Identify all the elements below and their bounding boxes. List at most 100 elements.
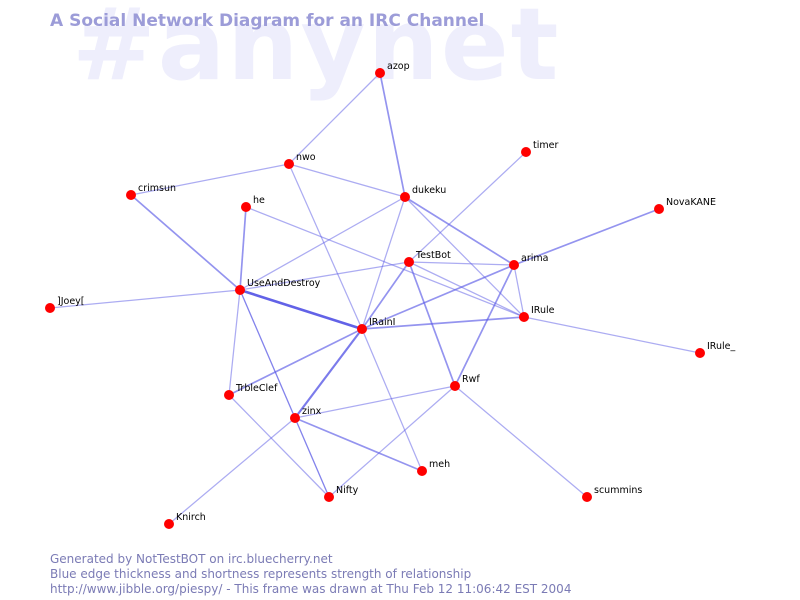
node-IRule[interactable]: IRule	[519, 305, 555, 322]
node-Nifty[interactable]: Nifty	[324, 485, 359, 502]
node-JJoey[interactable]: ]Joey[	[45, 296, 85, 313]
node-Knirch[interactable]: Knirch	[164, 512, 206, 529]
node-IRainI[interactable]: IRainI	[357, 317, 395, 334]
edge-he-IRule	[245, 206, 525, 318]
node-dot	[235, 285, 245, 295]
node-dot	[224, 390, 234, 400]
edge-zinx-Nifty	[294, 417, 330, 498]
edge-dukeku-IRainI	[361, 196, 406, 330]
edge-crimsun-UseAndDestroy	[130, 194, 241, 291]
node-label: zinx	[302, 406, 322, 417]
edge-TestBot-arima	[408, 261, 515, 266]
node-dot	[521, 147, 531, 157]
node-dot	[450, 381, 460, 391]
edge-TestBot-IRainI	[361, 261, 410, 330]
node-label: nwo	[296, 152, 316, 163]
node-dot	[582, 492, 592, 502]
node-dot	[241, 202, 251, 212]
node-crimsun[interactable]: crimsun	[126, 183, 176, 200]
footer: Generated by NotTestBOT on irc.bluecherr…	[50, 552, 571, 597]
node-dot	[400, 192, 410, 202]
edge-UseAndDestroy-TrbleClef	[228, 289, 241, 396]
node-dot	[357, 324, 367, 334]
node-label: TrbleClef	[235, 383, 278, 394]
edge-azop-dukeku	[379, 72, 406, 198]
edge-nwo-IRainI	[288, 163, 363, 330]
edges-layer	[49, 72, 701, 525]
node-meh[interactable]: meh	[417, 459, 450, 476]
edge-IRainI-zinx	[294, 328, 363, 419]
node-label: Nifty	[336, 485, 359, 496]
edge-dukeku-IRule	[404, 196, 525, 318]
edge-Rwf-Nifty	[328, 385, 456, 498]
node-dot	[417, 466, 427, 476]
node-Rwf[interactable]: Rwf	[450, 374, 480, 391]
node-dot	[404, 257, 414, 267]
node-dot	[519, 312, 529, 322]
node-TrbleClef[interactable]: TrbleClef	[224, 383, 278, 400]
node-he[interactable]: he	[241, 195, 265, 212]
edge-IRule-IRule_	[523, 316, 701, 354]
edge-Rwf-scummins	[454, 385, 588, 498]
edge-UseAndDestroy-IRainI	[239, 288, 363, 331]
node-label: crimsun	[138, 183, 176, 194]
edge-TestBot-UseAndDestroy	[239, 261, 410, 291]
node-TestBot[interactable]: TestBot	[404, 250, 451, 267]
footer-source-link[interactable]: http://www.jibble.org/piespy/ - This fra…	[50, 582, 572, 596]
node-label: arima	[521, 253, 548, 264]
node-label: UseAndDestroy	[247, 278, 321, 289]
edge-IRainI-meh	[361, 328, 423, 472]
node-dukeku[interactable]: dukeku	[400, 185, 446, 202]
node-dot	[509, 260, 519, 270]
node-label: Rwf	[462, 374, 480, 385]
edge-zinx-meh	[294, 417, 423, 472]
node-label: Knirch	[176, 512, 206, 523]
node-label: IRule	[531, 305, 555, 316]
node-scummins[interactable]: scummins	[582, 485, 642, 502]
node-azop[interactable]: azop	[375, 61, 410, 78]
node-dot	[654, 204, 664, 214]
node-label: dukeku	[412, 185, 446, 196]
node-dot	[290, 413, 300, 423]
node-dot	[695, 348, 705, 358]
node-UseAndDestroy[interactable]: UseAndDestroy	[235, 278, 321, 295]
node-NovaKANE[interactable]: NovaKANE	[654, 197, 716, 214]
edge-arima-IRule	[513, 264, 525, 318]
node-label: azop	[387, 61, 410, 72]
footer-legend: Blue edge thickness and shortness repres…	[50, 567, 472, 581]
edge-IRainI-IRule	[361, 316, 525, 330]
node-dot	[45, 303, 55, 313]
edge-TrbleClef-Nifty	[228, 394, 330, 498]
node-label: NovaKANE	[666, 197, 716, 208]
node-label: ]Joey[	[57, 296, 85, 307]
node-label: timer	[533, 140, 558, 151]
edge-Rwf-zinx	[294, 385, 456, 419]
node-zinx[interactable]: zinx	[290, 406, 322, 423]
node-timer[interactable]: timer	[521, 140, 558, 157]
edge-UseAndDestroy-JJoey	[49, 289, 241, 309]
footer-generated-by: Generated by NotTestBOT on irc.bluecherr…	[50, 552, 333, 566]
edge-timer-TestBot	[408, 151, 527, 263]
node-label: TestBot	[415, 250, 451, 261]
node-arima[interactable]: arima	[509, 253, 548, 270]
node-IRule_[interactable]: IRule_	[695, 341, 735, 358]
edge-zinx-Knirch	[168, 417, 296, 525]
edge-IRainI-TrbleClef	[228, 328, 363, 396]
node-dot	[284, 159, 294, 169]
edge-nwo-crimsun	[130, 163, 290, 196]
node-dot	[164, 519, 174, 529]
node-label: meh	[429, 459, 450, 470]
node-label: IRule_	[707, 341, 735, 352]
node-label: he	[253, 195, 265, 206]
edge-dukeku-arima	[404, 196, 515, 266]
node-dot	[375, 68, 385, 78]
node-dot	[126, 190, 136, 200]
edge-TestBot-IRule	[408, 261, 525, 318]
node-label: IRainI	[369, 317, 395, 328]
edge-azop-nwo	[288, 72, 381, 165]
node-dot	[324, 492, 334, 502]
node-nwo[interactable]: nwo	[284, 152, 316, 169]
edge-he-UseAndDestroy	[239, 206, 247, 291]
